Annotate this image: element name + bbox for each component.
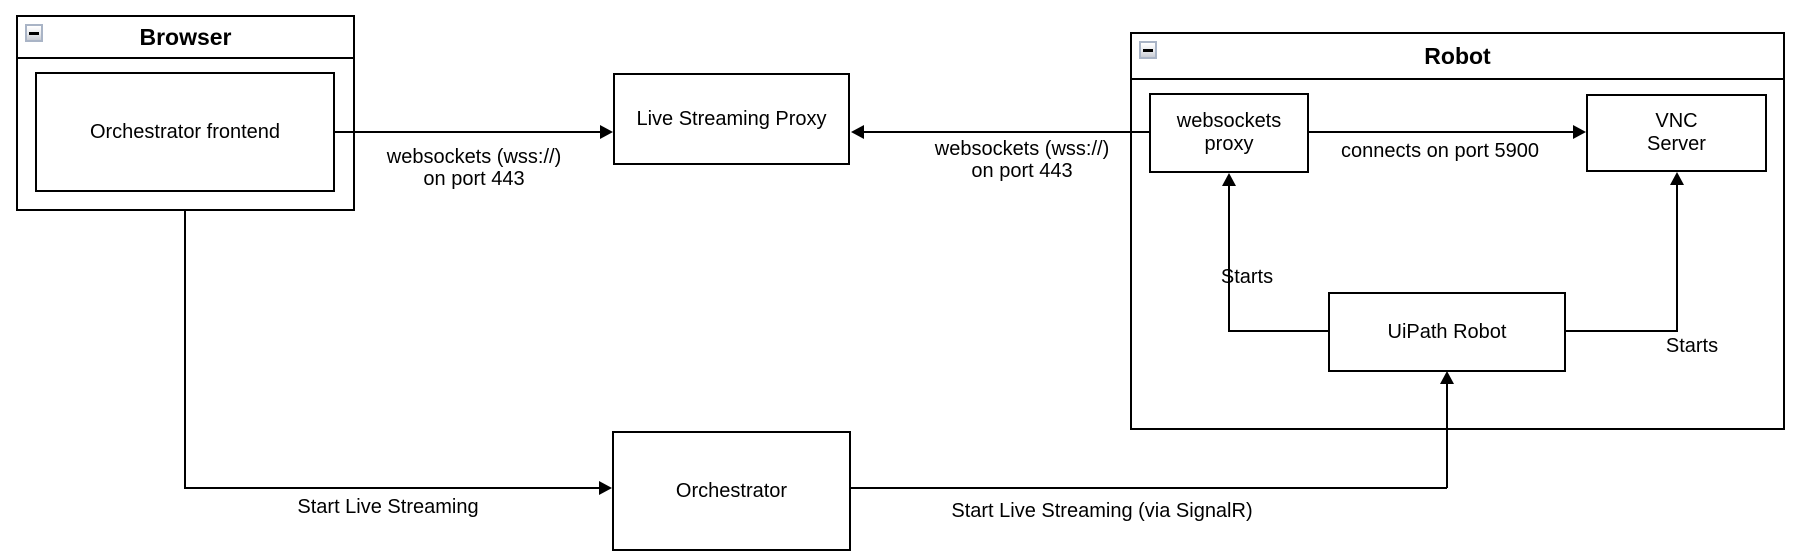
orchestrator-frontend-node: Orchestrator frontend — [35, 72, 335, 192]
live-streaming-proxy-label: Live Streaming Proxy — [636, 107, 827, 130]
orchestrator-label: Orchestrator — [675, 479, 788, 502]
edge-robot-to-proxy — [864, 131, 1149, 133]
uipath-robot-node: UiPath Robot — [1328, 292, 1566, 372]
arrowhead-right-icon — [1573, 125, 1586, 139]
arrowhead-up-icon — [1222, 173, 1236, 186]
arrowhead-right-icon — [599, 481, 612, 495]
websockets-proxy-node: websockets proxy — [1149, 93, 1309, 173]
edge-orchestrator-to-uipath — [851, 487, 1447, 489]
edge-frontend-to-orchestrator — [184, 487, 599, 489]
websockets-proxy-label: websockets proxy — [1176, 110, 1282, 155]
vnc-server-node: VNC Server — [1586, 94, 1767, 172]
robot-collapse-button[interactable] — [1139, 41, 1157, 59]
robot-titlebar: Robot — [1132, 34, 1783, 80]
edge-robot-to-proxy-label: websockets (wss://) on port 443 — [934, 138, 1110, 182]
browser-title: Browser — [139, 23, 232, 50]
edge-frontend-to-orchestrator-label: Start Live Streaming — [297, 496, 479, 518]
browser-collapse-button[interactable] — [25, 24, 43, 42]
edge-frontend-to-proxy-label: websockets (wss://) on port 443 — [386, 146, 562, 190]
browser-titlebar: Browser — [18, 17, 353, 59]
uipath-robot-label: UiPath Robot — [1387, 320, 1507, 343]
edge-proxy-to-vnc-label: connects on port 5900 — [1341, 140, 1539, 162]
arrowhead-up-icon — [1440, 371, 1454, 384]
edge-orchestrator-to-uipath-label: Start Live Streaming (via SignalR) — [951, 500, 1253, 522]
edge-uipath-to-websockets — [1229, 330, 1328, 332]
edge-uipath-to-websockets-label: Starts — [1220, 266, 1274, 288]
edge-uipath-to-websockets — [1228, 186, 1230, 332]
orchestrator-node: Orchestrator — [612, 431, 851, 551]
arrowhead-left-icon — [851, 125, 864, 139]
orchestrator-frontend-label: Orchestrator frontend — [89, 120, 281, 143]
vnc-server-label: VNC Server — [1647, 110, 1706, 155]
collapse-minus-icon — [29, 31, 39, 35]
edge-uipath-to-vnc-label: Starts — [1665, 335, 1719, 357]
arrowhead-right-icon — [600, 125, 613, 139]
arrowhead-up-icon — [1670, 172, 1684, 185]
edge-frontend-to-orchestrator — [184, 211, 186, 488]
edge-orchestrator-to-uipath — [1446, 384, 1448, 488]
collapse-minus-icon — [1143, 48, 1153, 52]
edge-uipath-to-vnc — [1566, 330, 1677, 332]
edge-proxy-to-vnc — [1309, 131, 1573, 133]
edge-frontend-to-proxy — [335, 131, 600, 133]
robot-title: Robot — [1424, 42, 1491, 69]
edge-uipath-to-vnc — [1676, 185, 1678, 332]
live-streaming-proxy-node: Live Streaming Proxy — [613, 73, 850, 165]
